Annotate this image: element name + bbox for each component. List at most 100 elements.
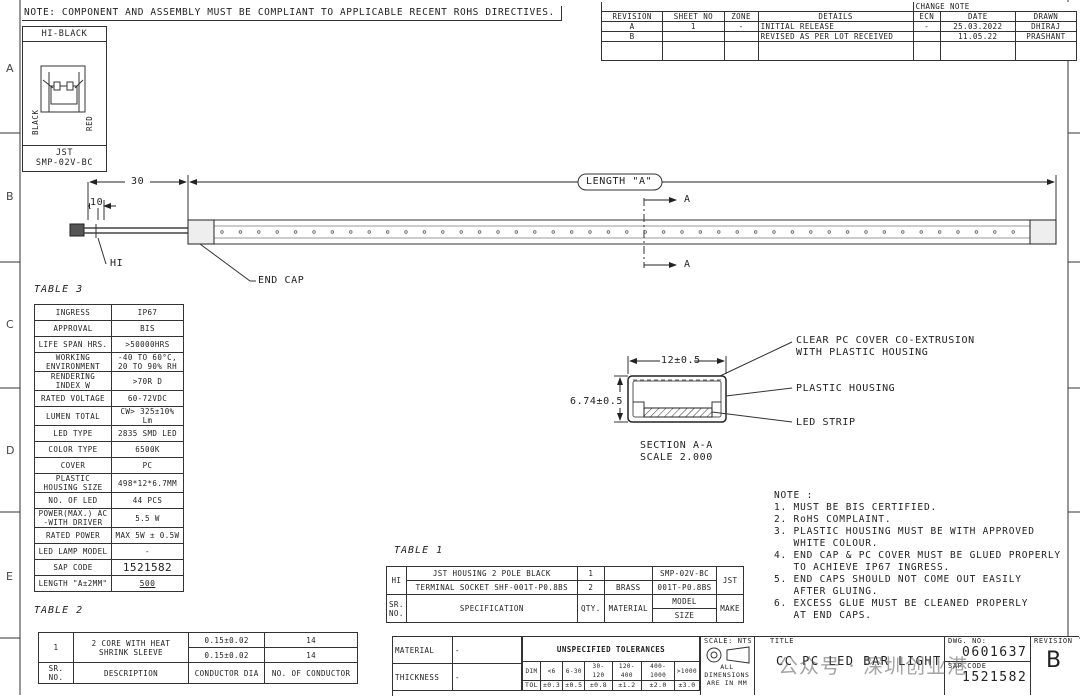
cell: 0.15±0.02	[187, 632, 266, 648]
led-marker	[717, 230, 721, 234]
revision-label: REVISION	[1034, 637, 1073, 645]
led-marker	[422, 230, 427, 234]
spec-value: IP67	[111, 304, 184, 321]
tolerance-header: 30-120	[584, 661, 613, 681]
table1-header-row: SR. NO. SPECIFICATION QTY. MATERIAL MODE…	[386, 594, 744, 623]
led-marker	[661, 230, 666, 234]
connector-box: HI-BLACK BLACK RED JST SMP-02V-BC	[22, 26, 107, 172]
header-cell: CONDUCTOR DIA	[187, 662, 266, 684]
spec-label: RATED POWER	[34, 527, 112, 544]
note-line: AFTER GLUING.	[774, 586, 879, 597]
spec-value: 5.5 W	[111, 508, 184, 528]
spec-value: 2835 SMD LED	[111, 425, 184, 442]
table-row: LIFE SPAN HRS.>50000HRS	[34, 336, 184, 353]
cell: 1	[38, 632, 74, 663]
header-cell: SIZE	[651, 608, 718, 623]
led-marker	[937, 230, 942, 234]
all-dimensions-note: ALL DIMENSIONS ARE IN MM	[704, 663, 750, 687]
spec-value: >50000HRS	[111, 336, 184, 353]
header-cell: DATE	[939, 11, 1016, 22]
wire-label-red: RED	[85, 115, 94, 131]
watermark: 公众号 · 深圳创业港	[778, 654, 969, 678]
callout-clear-pc-cover-2: WITH PLASTIC HOUSING	[796, 347, 929, 358]
header-cell: SPECIFICATION	[405, 594, 578, 623]
spec-value: 60-72VDC	[111, 390, 184, 407]
cell: 14	[264, 632, 358, 648]
header-cell: SR. NO.	[38, 662, 74, 684]
led-marker	[459, 230, 463, 234]
scale-label: SCALE: NTS	[704, 637, 753, 645]
section-scale: SCALE 2.000	[640, 452, 713, 463]
led-marker	[993, 230, 997, 234]
end-cap-label: END CAP	[258, 275, 305, 286]
cell: 2 CORE WITH HEAT SHRINK SLEEVE	[73, 632, 189, 663]
led-marker	[606, 230, 611, 234]
cell: -	[912, 21, 941, 32]
cell: JST	[716, 566, 744, 595]
header-cell: DESCRIPTION	[73, 662, 189, 684]
connector-brand: JST	[55, 148, 74, 158]
cell: 25.03.2022	[939, 21, 1016, 32]
tolerance-value: ±1.2	[611, 680, 643, 691]
table-row: TERMINAL SOCKET SHF-001T-P0.8BS 2 BRASS …	[387, 580, 744, 595]
led-marker	[496, 230, 500, 234]
led-marker	[919, 230, 923, 234]
title-label: TITLE	[770, 637, 795, 645]
led-marker	[882, 230, 887, 234]
note-line: TO ACHIEVE IP67 INGRESS.	[774, 562, 951, 573]
callout-plastic-housing: PLASTIC HOUSING	[796, 383, 896, 394]
spec-label: POWER(MAX.) AC -WITH DRIVER	[34, 508, 112, 528]
dwg-no: 0601637	[962, 645, 1028, 660]
led-marker	[753, 230, 758, 234]
tolerance-header: 120-400	[611, 661, 643, 681]
sap-code-label: SAP CODE	[948, 662, 987, 670]
spec-value: BIS	[111, 320, 184, 337]
section-width-dim: 12±0.5	[661, 355, 701, 366]
note-line: 3. PLASTIC HOUSING MUST BE WITH APPROVED	[774, 526, 1035, 537]
table1-caption: TABLE 1	[394, 545, 444, 556]
led-marker	[569, 230, 574, 234]
header-cell: QTY.	[576, 594, 605, 623]
cell: SMP-02V-BC	[651, 566, 718, 581]
led-marker	[257, 230, 261, 234]
header-cell: DETAILS	[757, 11, 914, 22]
led-marker	[956, 230, 960, 234]
tolerance-value: ±0.8	[584, 680, 613, 691]
led-marker	[1011, 230, 1015, 234]
note-line: 6. EXCESS GLUE MUST BE CLEANED PROPERLY	[774, 598, 1029, 609]
table2-header-row: SR. NO. DESCRIPTION CONDUCTOR DIA NO. OF…	[38, 662, 358, 684]
zone-label-d: D	[6, 444, 15, 457]
length-a-label: LENGTH "A"	[586, 176, 653, 187]
notes-block: NOTE :1. MUST BE BIS CERTIFIED.2. RoHS C…	[774, 490, 1061, 622]
table-row: RENDERING INDEX W>70R D	[34, 371, 184, 391]
header-cell: ECN	[912, 11, 941, 22]
dwg-no-label: DWG. NO:	[948, 637, 987, 645]
tolerance-value: ±0.5	[562, 680, 586, 691]
projection-symbol-icon	[706, 646, 750, 664]
led-marker	[385, 230, 390, 234]
spec-label: NO. OF LED	[34, 492, 112, 509]
led-marker	[477, 230, 482, 234]
led-marker	[349, 230, 353, 234]
callout-clear-pc-cover-1: CLEAR PC COVER CO-EXTRUSION	[796, 335, 975, 346]
spec-label: INGRESS	[34, 304, 112, 321]
header-cell: MAKE	[716, 594, 744, 623]
cell: 2	[576, 580, 605, 595]
table-row: LED LAMP MODEL-	[34, 543, 184, 560]
spec-label: PLASTIC HOUSING SIZE	[34, 473, 112, 493]
cell: 1	[576, 566, 605, 581]
table1: HI JST HOUSING 2 POLE BLACK 1 SMP-02V-BC…	[386, 566, 744, 623]
led-marker	[551, 230, 555, 234]
led-marker	[790, 230, 795, 234]
cell	[912, 31, 941, 42]
tolerance-header: <6	[539, 661, 564, 681]
change-note-header-row: REVISION SHEET NO ZONE DETAILS ECN DATE …	[600, 11, 1078, 22]
cell: B	[600, 31, 664, 42]
